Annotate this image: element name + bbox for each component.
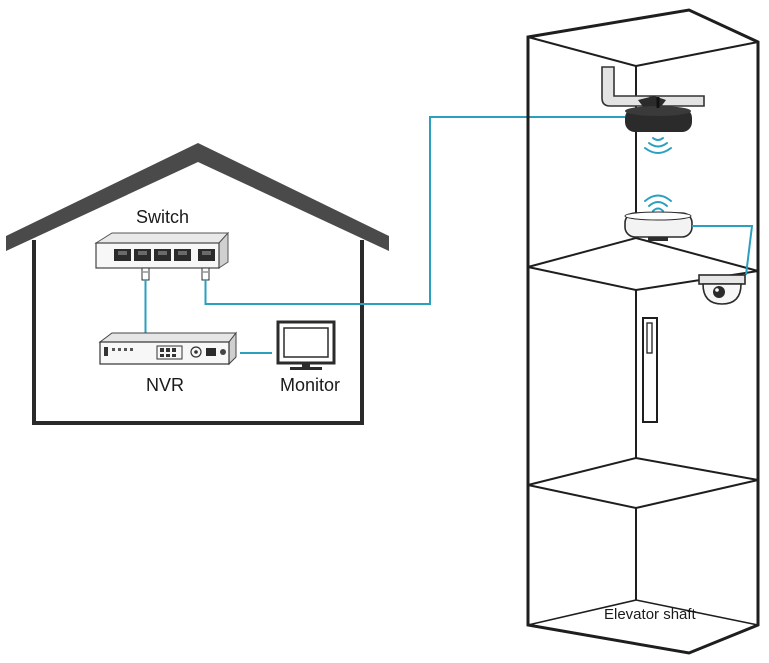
dome-camera-icon	[698, 274, 746, 305]
elevator-shaft-label: Elevator shaft	[604, 606, 696, 623]
bridge-ap-icon	[625, 96, 692, 132]
switch-icon	[94, 231, 230, 269]
monitor-icon	[276, 320, 336, 370]
wifi-signal-icon	[644, 137, 672, 154]
cable-bridge-camera	[692, 225, 754, 276]
rj45-plug-icon	[141, 267, 210, 281]
nvr-icon	[98, 331, 238, 366]
bridge-client-icon	[624, 211, 693, 241]
cable-switch-bridge	[204, 116, 625, 305]
switch-label: Switch	[136, 207, 190, 227]
monitor-label: Monitor	[280, 375, 341, 395]
nvr-label: NVR	[146, 375, 185, 395]
wifi-signal-icon	[644, 194, 672, 212]
house-icon	[6, 143, 389, 425]
